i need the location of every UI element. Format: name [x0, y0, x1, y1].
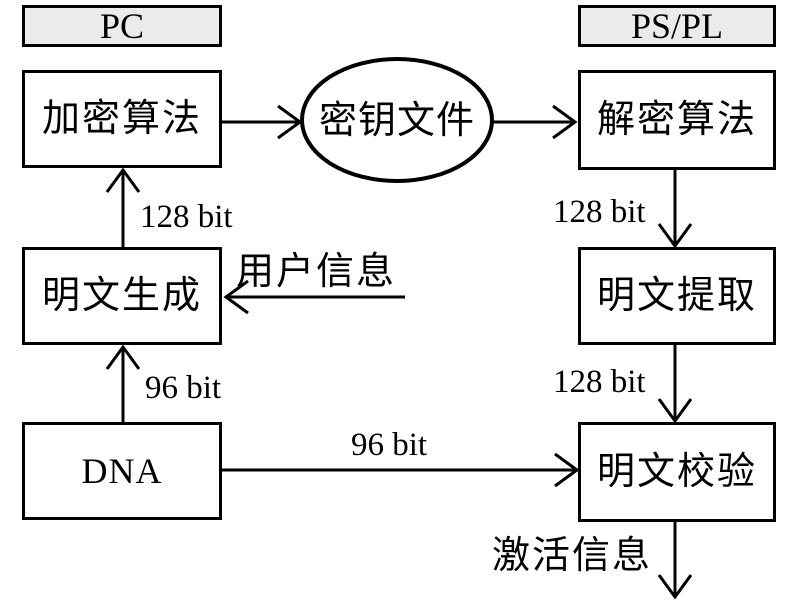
plaintext-generation-box: 明文生成 — [22, 247, 222, 345]
pspl-header-box: PS/PL — [578, 5, 776, 47]
label-user-info: 用户信息 — [236, 251, 397, 293]
encrypt-to-keyfile-arrowhead — [277, 104, 303, 140]
label-128bit-left: 128 bit — [140, 199, 233, 235]
key-file-ellipse — [300, 57, 494, 183]
extract-to-verify-arrowhead — [657, 398, 693, 424]
plaintext-extraction-box: 明文提取 — [578, 247, 776, 345]
decrypt-algorithm-box: 解密算法 — [578, 70, 776, 170]
decrypt-to-extract-arrowhead — [657, 223, 693, 249]
label-128bit-right-top: 128 bit — [553, 194, 646, 230]
verify-output-arrowhead — [657, 574, 693, 600]
key-file-ellipse-label: 密钥文件 — [318, 100, 475, 142]
userinfo-to-plaintextgen-arrowhead — [223, 279, 249, 315]
dna-box: DNA — [22, 422, 222, 520]
keyfile-to-decrypt-arrowhead — [552, 104, 578, 140]
pc-header-box: PC — [22, 5, 222, 47]
plaintext-verification-box: 明文校验 — [578, 422, 776, 522]
label-128bit-right-bottom: 128 bit — [553, 364, 646, 400]
label-96bit-bottom: 96 bit — [351, 427, 428, 463]
dna-to-plaintextgen-arrowhead — [105, 344, 141, 370]
label-96bit-left: 96 bit — [145, 370, 222, 406]
encrypt-algorithm-box: 加密算法 — [22, 70, 222, 168]
label-activation-info: 激活信息 — [492, 535, 653, 577]
dna-to-verify-arrowhead — [554, 452, 580, 488]
plaintextgen-to-encrypt-arrowhead — [105, 167, 141, 193]
